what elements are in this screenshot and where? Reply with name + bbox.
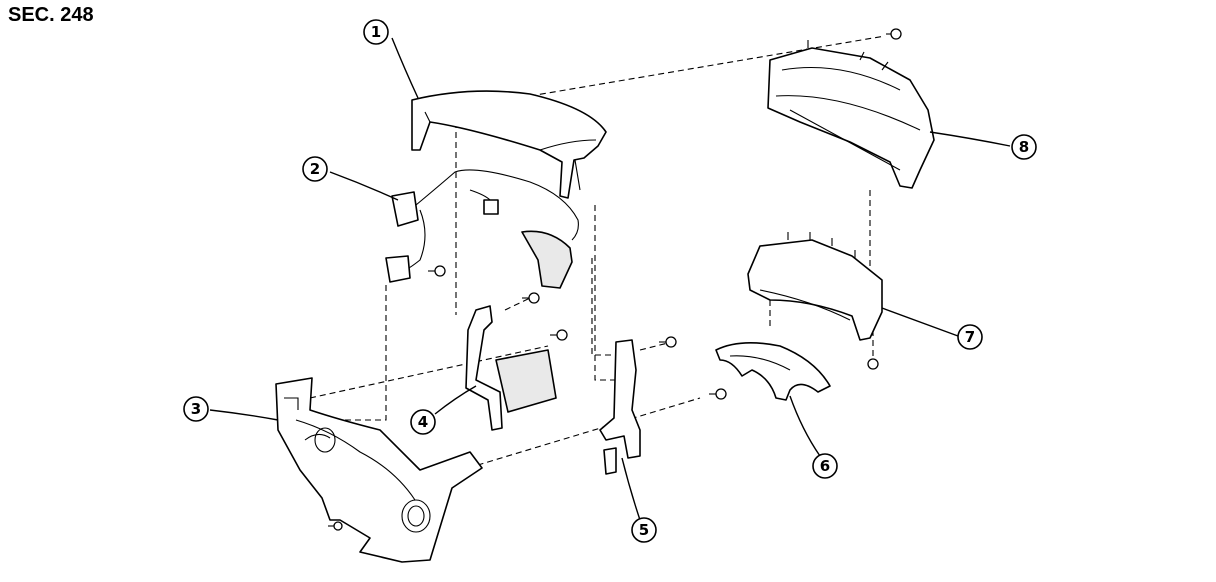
screw-icon (550, 329, 568, 341)
callout-number: 2 (310, 160, 320, 178)
screw-icon (659, 336, 677, 348)
screw-icon (428, 265, 446, 277)
callout-number: 4 (418, 413, 428, 431)
callout-8: 8 (1011, 134, 1037, 160)
callout-1: 1 (363, 19, 389, 45)
callout-number: 6 (820, 457, 830, 475)
harness-and-switches (385, 169, 579, 289)
callout-number: 7 (965, 328, 975, 346)
callout-5: 5 (631, 517, 657, 543)
callout-number: 8 (1019, 138, 1029, 156)
screw-icon (867, 358, 879, 370)
callout-7: 7 (957, 324, 983, 350)
bracket-5 (599, 339, 641, 475)
callout-4: 4 (410, 409, 436, 435)
leader-lines (209, 37, 1011, 521)
alignment-lines (309, 35, 886, 469)
callout-3: 3 (183, 396, 209, 422)
screw-icon (522, 292, 540, 304)
cluster-lid (747, 232, 883, 341)
combination-meter (767, 40, 935, 189)
section-label: SEC. 248 (8, 4, 94, 26)
callout-6: 6 (812, 453, 838, 479)
lower-instrument-panel (275, 377, 483, 563)
callout-number: 1 (371, 23, 381, 41)
screw-icon (886, 28, 902, 40)
callout-2: 2 (302, 156, 328, 182)
bracket-4 (465, 305, 557, 431)
lower-column-cover (715, 342, 831, 401)
upper-column-cover (411, 90, 607, 199)
screws (328, 28, 902, 531)
callout-number: 5 (639, 521, 649, 539)
screw-icon (328, 521, 343, 531)
callout-number: 3 (191, 400, 201, 418)
screw-icon (709, 388, 727, 400)
